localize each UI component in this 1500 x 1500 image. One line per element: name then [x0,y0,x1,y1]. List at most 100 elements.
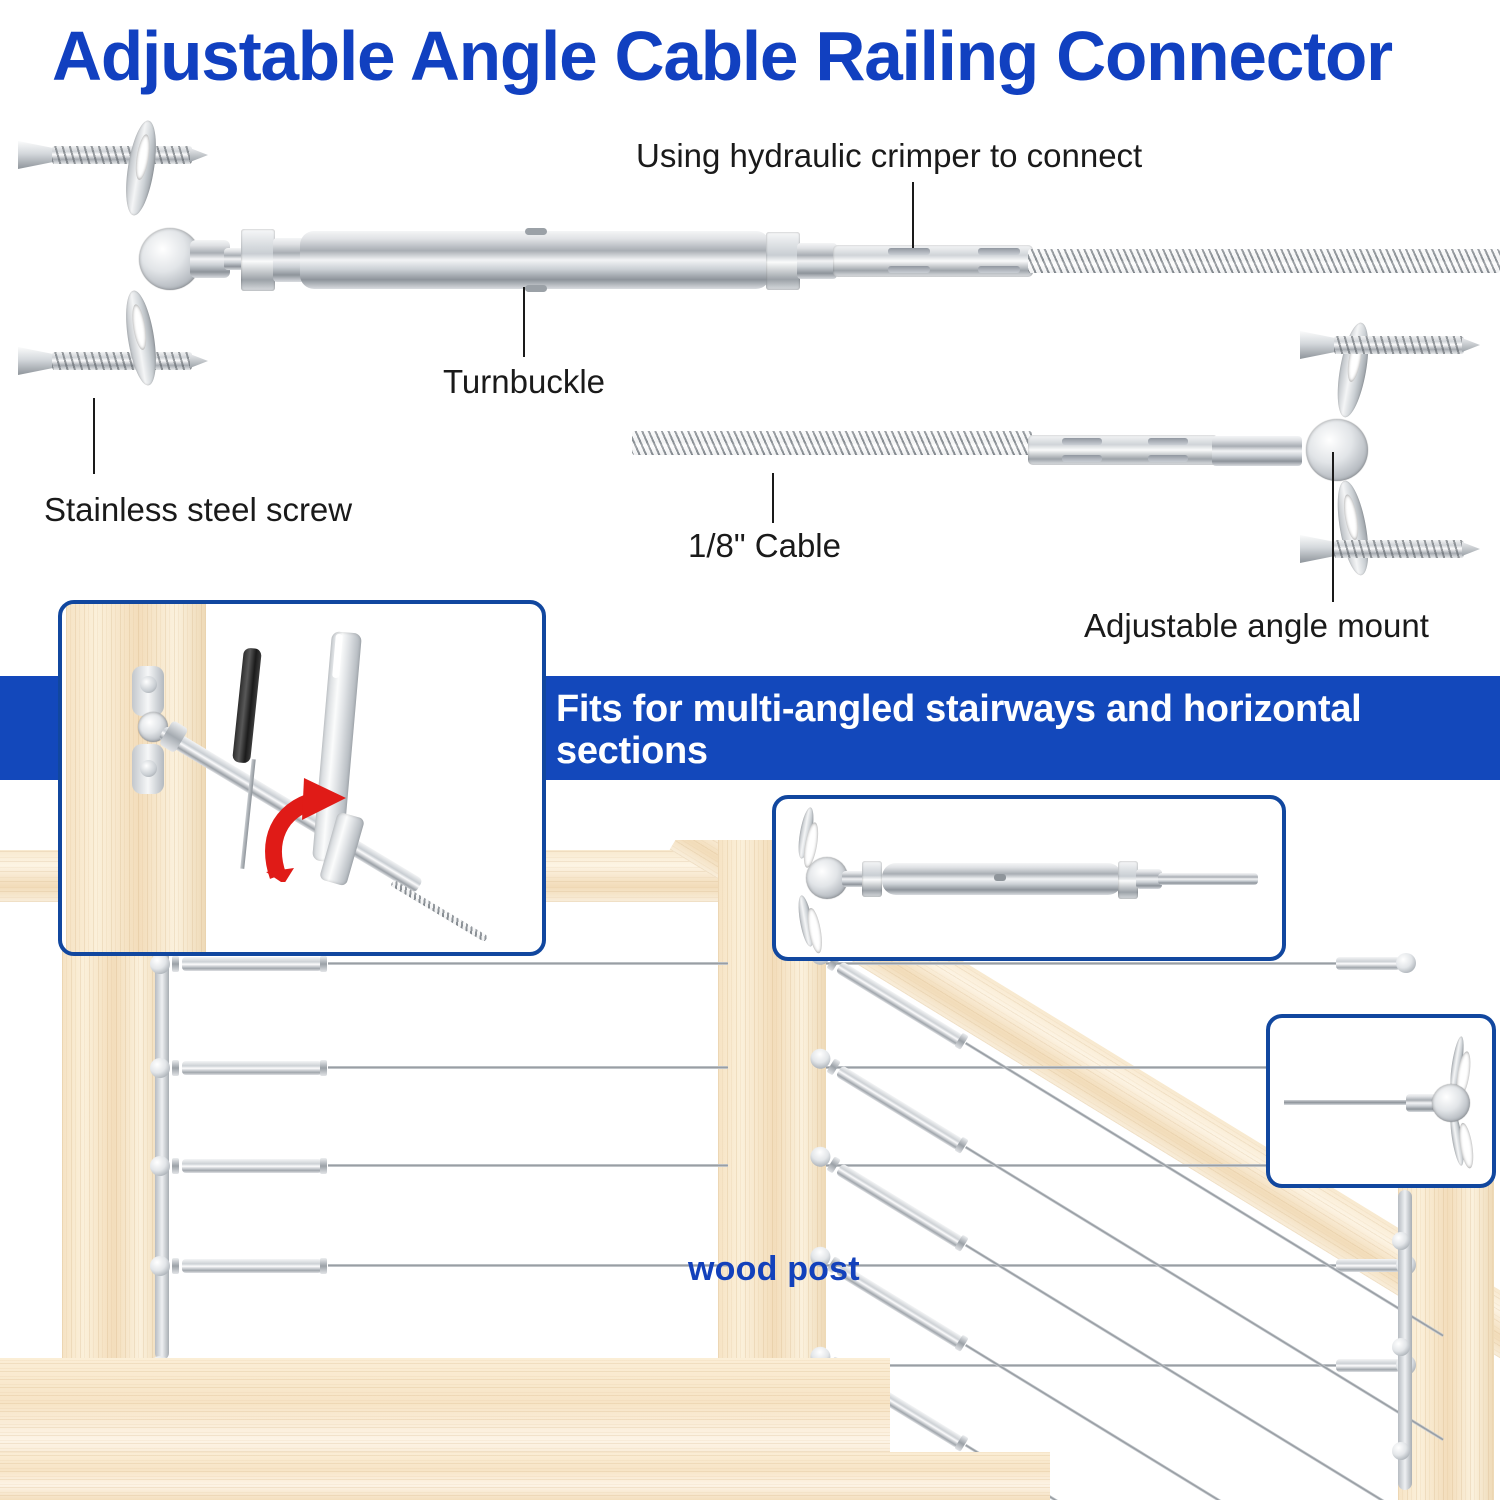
turnbuckle-mini [835,1163,964,1249]
cable-end-disc [1396,953,1416,973]
leader-line-screw [93,398,95,474]
lock-nut-left [241,229,275,291]
mount-plate-strip-left [155,940,169,1360]
assembly-pivot-disc [806,857,848,899]
pivot-disc-right [1306,419,1368,481]
cable-span [328,1264,728,1267]
inset-screw-head-upper [140,676,157,693]
screw-tip [1462,542,1480,556]
mount-ear-right-lower [1331,478,1375,578]
steel-cable-bottom [632,431,1032,455]
screw-tip [190,354,208,368]
leader-line-turnbuckle [523,287,525,357]
cable-collar [172,1258,179,1274]
cable-collar [320,1258,327,1274]
lock-nut-right [766,232,800,290]
cable-end-disc [1392,1232,1410,1250]
crimp-mark-4 [978,266,1020,273]
cable-collar [320,1060,327,1076]
crimp-mark-1 [888,248,930,255]
stainless-steel-screw-right-lower [1300,535,1480,563]
callout-cable: 1/8" Cable [688,527,841,564]
mount-stud-right [1212,436,1302,466]
screw-thread [1334,540,1464,558]
installation-step-inset [58,600,546,956]
railing-scene [0,840,1500,1500]
cable-end-disc [150,1058,170,1078]
cable-span [328,1164,728,1167]
screw-thread [52,352,192,370]
callout-screw: Stainless steel screw [44,491,353,528]
assembly-stud [842,871,866,887]
cable-end-disc [150,1156,170,1176]
wood-post-right [1398,1170,1494,1500]
cable-end-disc [1392,1442,1410,1460]
crimp-mark-r4 [1148,455,1188,462]
cable-span [826,1066,1336,1069]
turnbuckle-mini [182,957,322,971]
cable-end-disc [150,954,170,974]
swage-sleeve-right [1028,435,1218,465]
inset-screw-head-lower [140,760,157,777]
swage-shoulder [797,243,837,279]
cable-tensioner-end [1336,1259,1400,1272]
pivot-collar-left [190,240,230,278]
stainless-steel-screw-right-upper [1300,331,1480,359]
assembly-ear-lower [795,894,817,948]
turnbuckle-mini [182,1159,322,1173]
leader-line-mount [1332,452,1334,602]
cable-span [328,962,728,965]
closeup-cable [1284,1100,1414,1105]
cable-collar [172,1060,179,1076]
deck-floor-lower [0,1452,1050,1500]
crimp-mark-r1 [1062,438,1102,445]
cable-span [826,962,1336,965]
cable-end-disc [150,1256,170,1276]
cable-collar [320,1158,327,1174]
rotate-arrow-icon [265,778,346,882]
callout-mount: Adjustable angle mount [1084,607,1429,644]
cable-span [826,1364,1336,1367]
cable-span [328,1066,728,1069]
leader-line-cable [772,473,774,523]
turnbuckle-mini [182,1259,322,1273]
cable-collar [320,956,327,972]
cable-tensioner-end [1336,1359,1400,1372]
screw-thread [52,146,192,164]
assembly-barrel-port [994,874,1006,881]
screw-tip [1462,338,1480,352]
turnbuckle-barrel [300,231,770,289]
assembly-swage-tail [1158,873,1258,885]
page-title: Adjustable Angle Cable Railing Connector [52,17,1393,95]
assembly-nut-right [1118,861,1138,899]
crimp-mark-2 [888,266,930,273]
turnbuckle-mini [835,1065,964,1151]
turnbuckle-barrel-port-top [525,228,547,235]
crimp-mark-3 [978,248,1020,255]
cable-tensioner-end [1336,957,1400,970]
turnbuckle-left-shoulder [273,238,305,282]
inset-cable-tail [390,879,489,943]
turnbuckle-mini [182,1061,322,1075]
cable-collar [172,1158,179,1174]
stainless-steel-screw-upper [18,141,208,169]
screw-tip [190,148,208,162]
steel-cable-top [1028,249,1500,273]
cable-end-disc [1392,1338,1410,1356]
cable-span [826,1264,1336,1267]
turnbuckle-barrel-port-bottom [525,285,547,292]
assembly-nut-left [862,861,882,897]
cable-span [826,1164,1336,1167]
feature-banner-text: Fits for multi-angled stairways and hori… [556,688,1362,772]
cable-collar [172,956,179,972]
stainless-steel-screw-lower [18,347,208,375]
closeup-pivot-disc [1432,1084,1470,1122]
screw-thread [1334,336,1464,354]
assembly-ear-upper [795,806,817,860]
callout-turnbuckle: Turnbuckle [443,363,606,400]
callout-crimper: Using hydraulic crimper to connect [636,137,1143,174]
assembly-shoulder [1136,869,1162,889]
crimp-mark-r2 [1062,455,1102,462]
hex-key-icon [232,647,262,764]
